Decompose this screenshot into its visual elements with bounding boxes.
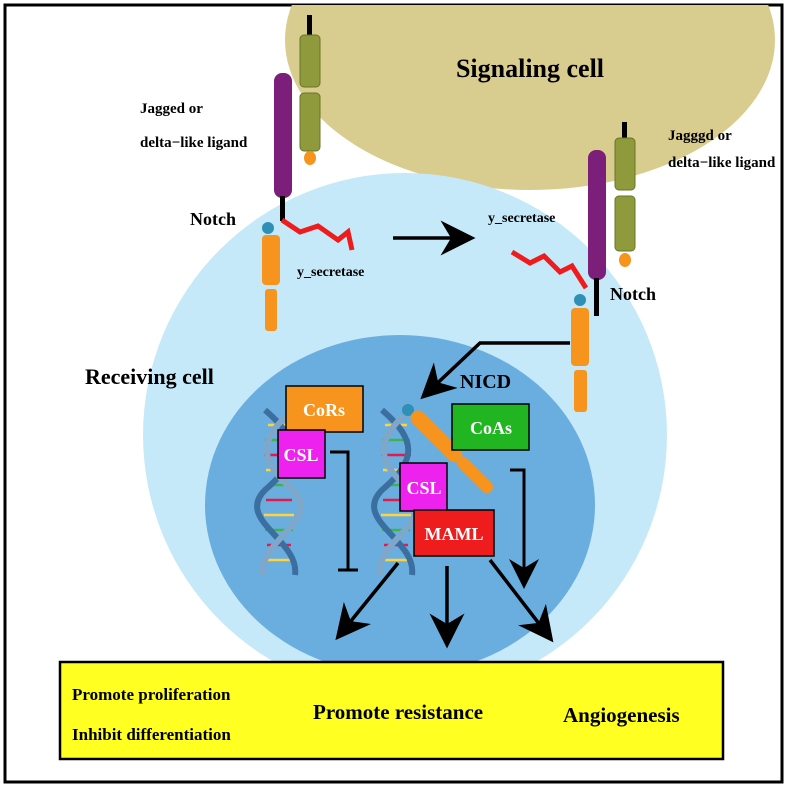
right-ligand xyxy=(614,122,636,267)
maml-label: MAML xyxy=(425,524,484,544)
nicd-down-arrow xyxy=(509,468,539,589)
cors-box xyxy=(285,385,364,433)
outcome-resistance: Promote resistance xyxy=(313,700,483,724)
left-notch-label: Notch xyxy=(190,209,236,229)
left-secretase-label: y_secretase xyxy=(297,265,364,280)
arrow-to-proliferation xyxy=(335,561,400,641)
csl-left-label: CSL xyxy=(283,445,318,465)
left-ligand-label-1: Jagged or xyxy=(140,101,203,117)
right-ligand-label-1: Jagggd or xyxy=(668,128,732,144)
csl-left-box xyxy=(277,429,326,479)
nicd-fragment xyxy=(402,404,493,493)
right-secretase-cleavage xyxy=(510,249,589,290)
csl-right-label: CSL xyxy=(406,478,441,498)
outcome-proliferation: Promote proliferation xyxy=(72,685,231,704)
repression-line xyxy=(330,450,350,570)
signaling-cell xyxy=(285,5,775,190)
coas-label: CoAs xyxy=(470,418,512,438)
right-secretase-label: y_secretase xyxy=(488,211,555,226)
outcome-box xyxy=(58,660,725,761)
right-notch-label: Notch xyxy=(610,284,656,304)
left-ligand xyxy=(299,15,321,165)
outcome-angiogenesis: Angiogenesis xyxy=(563,703,680,727)
receiving-cell-label: Receiving cell xyxy=(85,364,214,389)
signaling-cell-label: Signaling cell xyxy=(456,54,604,83)
arrow-to-angiogenesis xyxy=(488,558,554,643)
nicd-label: NICD xyxy=(460,371,511,393)
left-notch-receptor xyxy=(262,73,292,331)
left-secretase-cleavage xyxy=(280,217,355,251)
left-ligand-label-2: delta−like ligand xyxy=(140,135,248,151)
outcome-differentiation: Inhibit differentiation xyxy=(72,725,231,744)
csl-right-box xyxy=(399,462,448,512)
right-notch-receptor xyxy=(571,150,606,412)
coas-box xyxy=(451,403,530,451)
maml-box xyxy=(413,509,495,557)
nicd-release-arrow xyxy=(420,341,570,400)
right-ligand-label-2: delta−like ligand xyxy=(668,155,776,171)
cors-label: CoRs xyxy=(303,400,345,420)
